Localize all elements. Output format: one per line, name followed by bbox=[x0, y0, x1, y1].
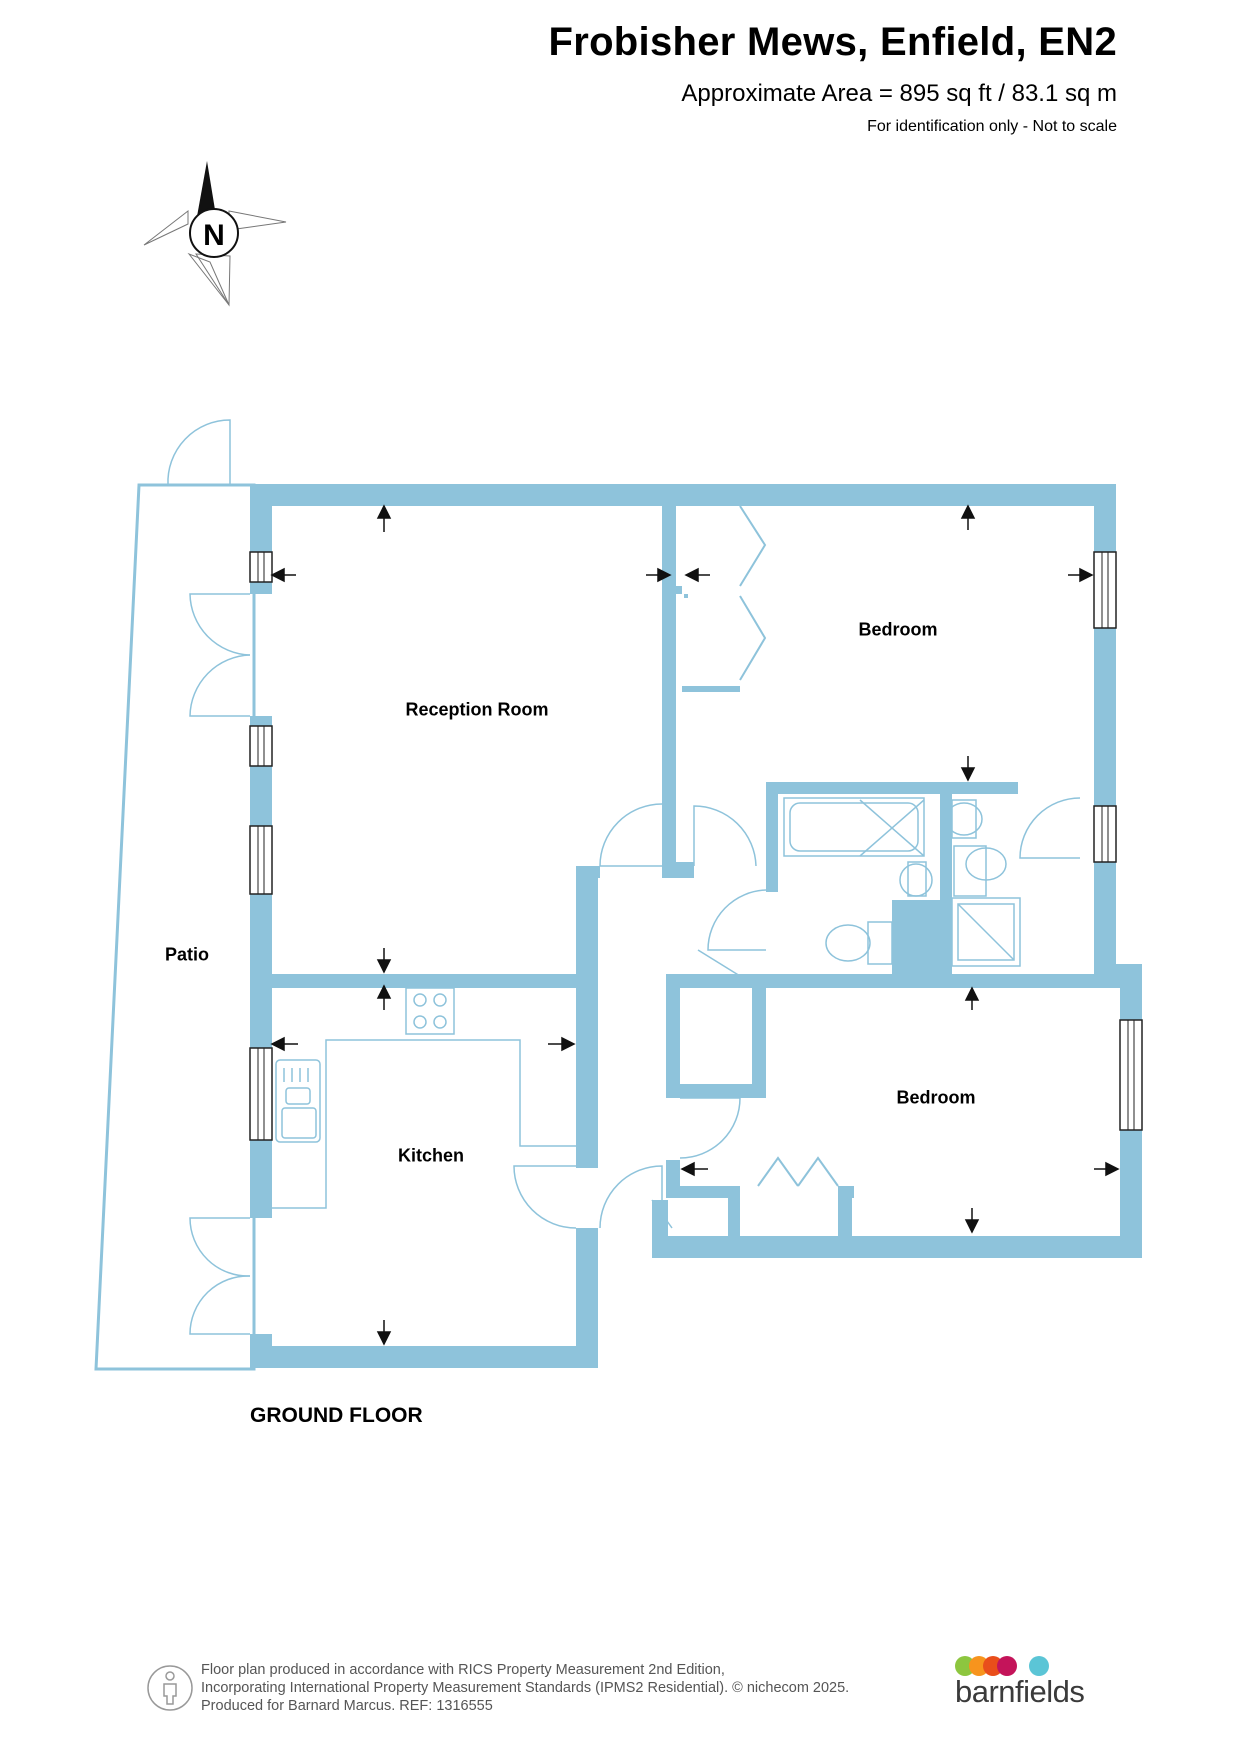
brand-name: barnfields bbox=[955, 1674, 1085, 1709]
approximate-area: Approximate Area = 895 sq ft / 83.1 sq m bbox=[681, 80, 1117, 107]
wardrobe-doors bbox=[739, 505, 839, 1187]
compass-letter: N bbox=[203, 219, 225, 252]
room-label-patio: Patio bbox=[164, 944, 210, 965]
window-glazing bbox=[257, 552, 1135, 1140]
patio-gate bbox=[167, 419, 231, 486]
door-swings bbox=[189, 593, 1081, 1335]
footer-line-1: Floor plan produced in accordance with R… bbox=[201, 1662, 725, 1678]
room-label-bedroom-2: Bedroom bbox=[896, 1087, 976, 1108]
brand-dots-icon bbox=[955, 1656, 1084, 1676]
room-label-kitchen: Kitchen bbox=[397, 1145, 465, 1166]
measurement-arrows bbox=[270, 504, 1120, 1346]
kitchen-fixtures bbox=[272, 987, 576, 1209]
walls bbox=[250, 484, 1142, 1368]
windows bbox=[249, 551, 1143, 1141]
footer-credits: Floor plan produced in accordance with R… bbox=[201, 1661, 849, 1715]
footer-line-2: Incorporating International Property Mea… bbox=[201, 1680, 850, 1696]
person-icon bbox=[147, 1665, 193, 1711]
patio-outline bbox=[94, 483, 256, 1371]
brand-logo: barnfields bbox=[955, 1656, 1085, 1710]
footer-line-3: Produced for Barnard Marcus. REF: 131655… bbox=[201, 1698, 493, 1714]
room-label-bedroom-1: Bedroom bbox=[858, 619, 938, 640]
compass-icon: N bbox=[143, 161, 287, 307]
floor-label: GROUND FLOOR bbox=[250, 1404, 423, 1427]
room-label-reception: Reception Room bbox=[405, 699, 549, 720]
page-title: Frobisher Mews, Enfield, EN2 bbox=[548, 20, 1117, 64]
bathroom-fixtures bbox=[783, 797, 1021, 967]
scale-note: For identification only - Not to scale bbox=[867, 118, 1117, 135]
